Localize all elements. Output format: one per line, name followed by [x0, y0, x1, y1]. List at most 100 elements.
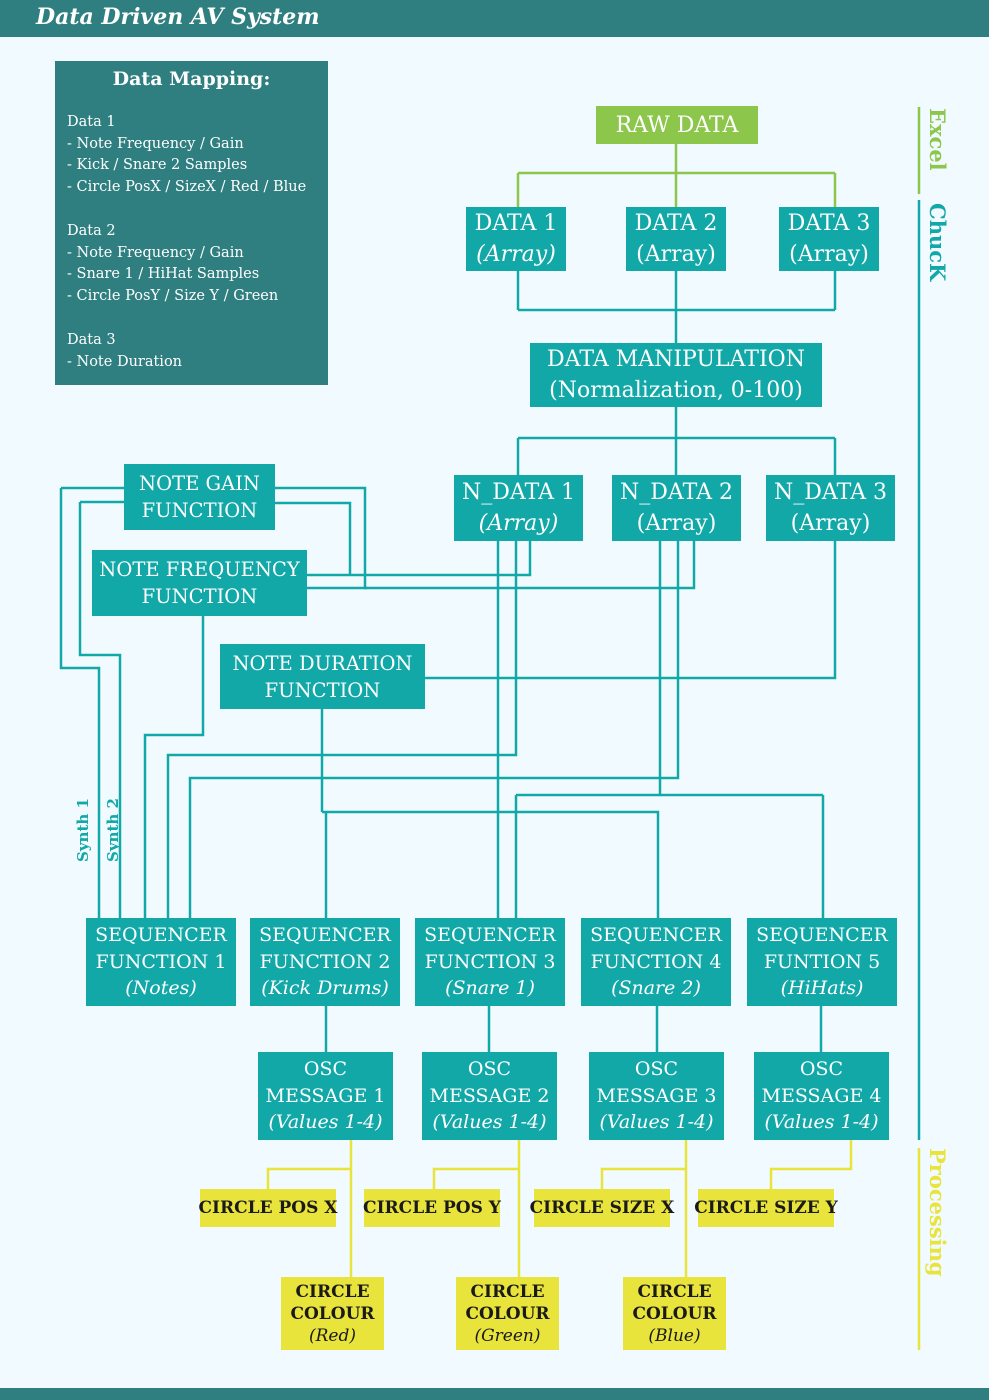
- osc-message-4-node: OSC MESSAGE 4 (Values 1-4): [754, 1052, 889, 1140]
- circle-colour-red-sub: (Red): [308, 1325, 356, 1346]
- sequencer-1-line-1: SEQUENCER: [95, 924, 227, 947]
- note-gain-line-1: NOTE GAIN: [139, 472, 260, 495]
- manipulation-to-ndata-connector: [516, 407, 837, 475]
- circle-colour-blue-sub: (Blue): [648, 1325, 701, 1346]
- mapping-item: - Note Duration: [67, 353, 183, 370]
- osc-1-line-2: MESSAGE 1: [265, 1084, 386, 1107]
- circle-colour-red-line-2: COLOUR: [290, 1303, 375, 1324]
- osc-2-line-1: OSC: [467, 1058, 512, 1081]
- circle-size-y-node: CIRCLE SIZE Y: [694, 1189, 838, 1227]
- circle-colour-green-node: CIRCLE COLOUR (Green): [456, 1277, 559, 1350]
- frequency-to-sequencer-connector: [143, 616, 205, 918]
- stage-label-excel: Excel: [925, 108, 950, 171]
- sequencer-4-sub: (Snare 2): [611, 977, 701, 1000]
- sequencer-2-line-1: SEQUENCER: [259, 924, 391, 947]
- osc-3-line-1: OSC: [634, 1058, 679, 1081]
- sequencer-4-line-1: SEQUENCER: [590, 924, 722, 947]
- sequencer-2-sub: (Kick Drums): [261, 977, 389, 1000]
- raw-data-node: RAW DATA: [596, 106, 758, 144]
- sequencer-function-3-node: SEQUENCER FUNCTION 3 (Snare 1): [415, 918, 565, 1006]
- mapping-section-data-2: Data 2 - Note Frequency / Gain - Snare 1…: [67, 221, 325, 308]
- title-bar: Data Driven AV System: [0, 0, 989, 37]
- sequencer-function-2-node: SEQUENCER FUNCTION 2 (Kick Drums): [250, 918, 400, 1006]
- synth-1-line: [59, 486, 124, 918]
- sequencer-4-line-2: FUNCTION 4: [590, 950, 722, 973]
- circle-colour-red-line-1: CIRCLE: [295, 1281, 370, 1302]
- sequencer-1-line-2: FUNCTION 1: [95, 950, 227, 973]
- data-to-manipulation-connector: [516, 271, 837, 343]
- osc-1-sub: (Values 1-4): [268, 1111, 383, 1134]
- mapping-heading: Data 2: [67, 223, 116, 239]
- mapping-section-data-1: Data 1 - Note Frequency / Gain - Kick / …: [67, 112, 325, 199]
- osc2-outputs: [432, 1140, 521, 1277]
- note-frequency-line-1: NOTE FREQUENCY: [99, 558, 300, 581]
- circle-colour-blue-line-1: CIRCLE: [637, 1281, 712, 1302]
- stage-label-processing: Processing: [925, 1148, 950, 1277]
- circle-size-y-label: CIRCLE SIZE Y: [694, 1198, 838, 1218]
- data-3-node: DATA 3 (Array): [779, 207, 879, 271]
- synth-2-line: [78, 500, 124, 918]
- mapping-section-data-3: Data 3 - Note Duration: [67, 330, 325, 373]
- footer-bar: [0, 1388, 989, 1400]
- mapping-item: - Circle PosX / SizeX / Red / Blue: [67, 179, 307, 196]
- note-duration-line-2: FUNCTION: [264, 678, 381, 702]
- circle-pos-x-label: CIRCLE POS X: [198, 1198, 338, 1218]
- circle-pos-x-node: CIRCLE POS X: [198, 1189, 338, 1227]
- note-frequency-function-node: NOTE FREQUENCY FUNCTION: [92, 550, 307, 616]
- note-gain-function-node: NOTE GAIN FUNCTION: [124, 464, 275, 530]
- sequencer-function-5-node: SEQUENCER FUNTION 5 (HiHats): [747, 918, 897, 1006]
- stage-label-chuck: ChucK: [925, 203, 950, 282]
- data-2-node: DATA 2 (Array): [626, 207, 726, 271]
- n-data-2-sub: (Array): [636, 511, 717, 536]
- osc4-outputs: [769, 1140, 853, 1189]
- data-manipulation-title: DATA MANIPULATION: [547, 347, 805, 372]
- circle-size-x-label: CIRCLE SIZE X: [529, 1198, 675, 1218]
- data-2-sub: (Array): [636, 242, 716, 267]
- osc-3-line-2: MESSAGE 3: [596, 1084, 717, 1107]
- osc3-outputs: [600, 1140, 688, 1277]
- data-mapping-title: Data Mapping:: [112, 68, 271, 90]
- circle-colour-green-line-2: COLOUR: [465, 1303, 550, 1324]
- osc-2-sub: (Values 1-4): [432, 1111, 547, 1134]
- ndata2-sequencer-connector: [188, 541, 680, 918]
- osc-message-3-node: OSC MESSAGE 3 (Values 1-4): [589, 1052, 724, 1140]
- n-data-1-node: N_DATA 1 (Array): [454, 475, 583, 541]
- ndata2-freq-connector: [307, 541, 696, 590]
- osc-2-line-2: MESSAGE 2: [429, 1084, 550, 1107]
- circle-size-x-node: CIRCLE SIZE X: [530, 1189, 674, 1227]
- sequencer-function-1-node: SEQUENCER FUNCTION 1 (Notes): [86, 918, 236, 1006]
- circle-colour-green-line-1: CIRCLE: [470, 1281, 545, 1302]
- n-data-2-node: N_DATA 2 (Array): [612, 475, 741, 541]
- data-mapping-panel: Data Mapping: Data 1 - Note Frequency / …: [55, 61, 328, 385]
- sequencer-3-sub: (Snare 1): [445, 977, 535, 1000]
- duration-to-sequencers-connector: [320, 709, 660, 918]
- n-data-2-title: N_DATA 2: [620, 480, 733, 505]
- n-data-1-sub: (Array): [478, 511, 559, 536]
- circle-colour-green-sub: (Green): [474, 1325, 541, 1346]
- data-3-sub: (Array): [789, 242, 869, 267]
- note-frequency-line-2: FUNCTION: [141, 585, 258, 608]
- note-gain-line-2: FUNCTION: [141, 499, 258, 522]
- circle-colour-red-node: CIRCLE COLOUR (Red): [281, 1277, 384, 1350]
- page-title: Data Driven AV System: [36, 4, 320, 30]
- n-data-3-sub: (Array): [790, 511, 871, 536]
- note-duration-line-1: NOTE DURATION: [232, 651, 413, 675]
- data-1-node: DATA 1 (Array): [466, 207, 566, 271]
- data-2-title: DATA 2: [634, 211, 718, 236]
- osc-4-line-1: OSC: [799, 1058, 844, 1081]
- sequencer-3-line-1: SEQUENCER: [424, 924, 556, 947]
- osc1-outputs: [266, 1140, 353, 1277]
- n-data-1-title: N_DATA 1: [462, 480, 575, 505]
- osc-1-line-1: OSC: [303, 1058, 348, 1081]
- osc-message-2-node: OSC MESSAGE 2 (Values 1-4): [422, 1052, 557, 1140]
- osc-4-line-2: MESSAGE 4: [761, 1084, 882, 1107]
- data-3-title: DATA 3: [787, 211, 871, 236]
- circle-pos-y-label: CIRCLE POS Y: [363, 1198, 501, 1218]
- mapping-item: - Note Frequency / Gain: [67, 135, 244, 152]
- mapping-item: - Snare 1 / HiHat Samples: [67, 266, 260, 283]
- circle-colour-blue-node: CIRCLE COLOUR (Blue): [623, 1277, 726, 1350]
- ndata3-to-duration-connector: [425, 541, 837, 680]
- mapping-heading: Data 1: [67, 114, 116, 130]
- sequencer-3-line-2: FUNCTION 3: [424, 950, 556, 973]
